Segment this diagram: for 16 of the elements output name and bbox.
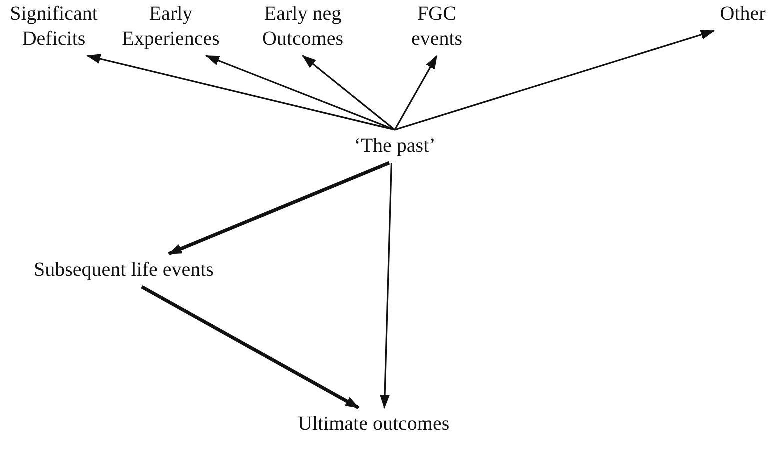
node-label: ‘The past’ (353, 134, 437, 159)
arrow (205, 55, 396, 131)
node-label: Significant Deficits (9, 2, 99, 52)
node-label: Other (719, 2, 767, 27)
node-label: Subsequent life events (34, 258, 214, 283)
arrow (394, 30, 715, 131)
node-label: Ultimate outcomes (298, 412, 450, 437)
arrow (302, 55, 396, 131)
arrow (86, 54, 396, 131)
node-label: FGC events (410, 2, 464, 52)
arrow (141, 285, 360, 410)
node-label: Early neg Outcomes (261, 2, 345, 52)
arrow (168, 161, 390, 256)
arrow (394, 55, 438, 130)
node-label: Early Experiences (121, 2, 221, 52)
arrow (380, 162, 392, 409)
